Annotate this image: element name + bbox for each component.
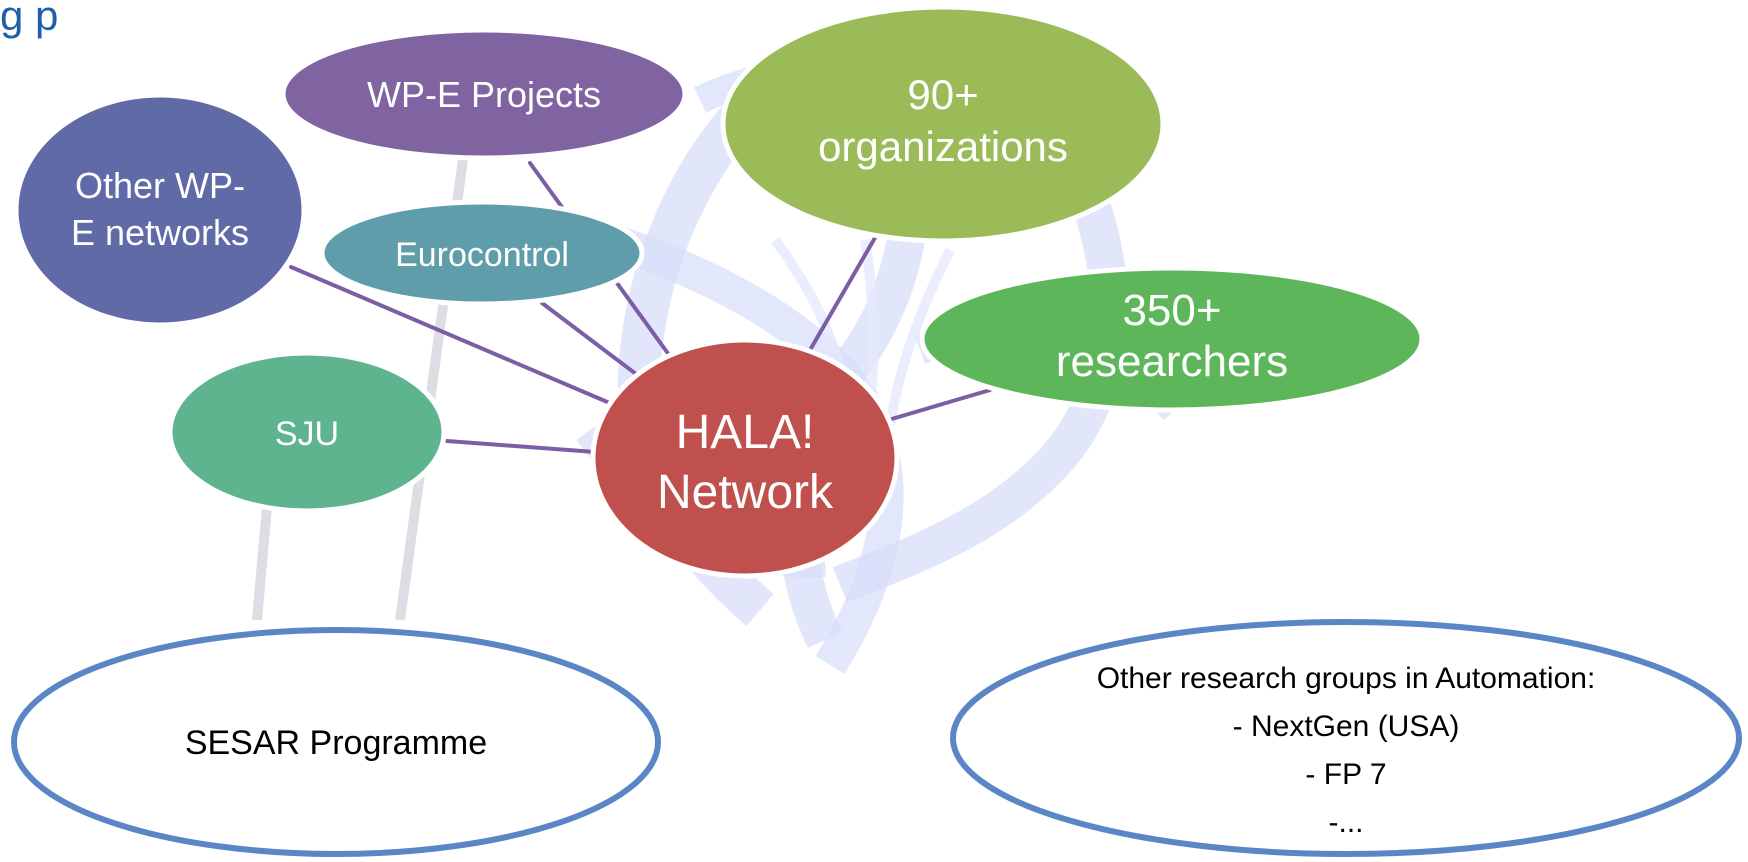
connector-eurocontrol [540,301,642,379]
connector-other-wp-e-networks [289,265,614,406]
other-research-groups-line3: - FP 7 [1305,758,1386,791]
connector-researchers [883,388,992,423]
node-wp-e-projects: WP-E Projects [280,27,688,161]
sesar-programme-label: SESAR Programme [185,724,487,762]
eurocontrol-label: Eurocontrol [395,236,569,274]
node-sju: SJU [167,350,447,514]
node-organizations: 90+ organizations [720,4,1166,244]
other-wp-e-networks-line2: E networks [71,212,249,253]
node-hala-network: HALA! Network [590,337,900,579]
other-research-groups-line1: Other research groups in Automation: [1097,662,1596,695]
researchers-line2: researchers [1056,337,1288,386]
node-sesar-programme: SESAR Programme [11,627,661,857]
sju-label: SJU [275,415,339,453]
hala-network-line2: Network [657,466,834,519]
node-researchers: 350+ researchers [919,265,1425,413]
node-eurocontrol: Eurocontrol [319,199,645,307]
node-other-wp-e-networks: Other WP- E networks [13,92,307,328]
other-research-groups-line2: - NextGen (USA) [1233,710,1460,743]
title-fragment: g p [0,0,58,39]
wp-e-projects-label: WP-E Projects [367,74,601,115]
connector-organizations [804,234,878,359]
hala-network-line1: HALA! [676,406,815,459]
organizations-line1: 90+ [907,71,978,118]
organizations-line2: organizations [818,123,1068,170]
connector-sju [445,439,597,454]
other-wp-e-networks-line1: Other WP- [75,165,245,206]
node-other-research-groups: Other research groups in Automation: - N… [950,619,1742,857]
other-research-groups-line4: -... [1329,806,1364,839]
researchers-line1: 350+ [1122,286,1221,335]
